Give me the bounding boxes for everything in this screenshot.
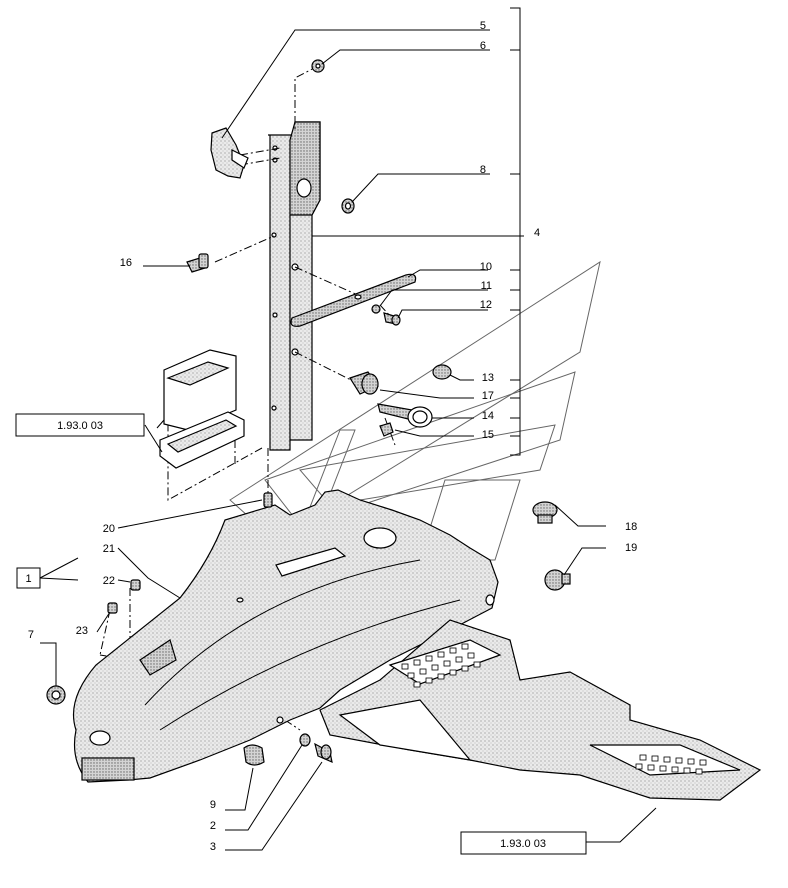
callout-2: 2 — [210, 820, 216, 832]
clip-part — [210, 127, 249, 179]
callout-18: 18 — [625, 521, 637, 533]
bolt-part — [186, 253, 209, 273]
callout-23: 23 — [76, 625, 88, 637]
callout-8: 8 — [480, 164, 486, 176]
leader-lines — [39, 29, 657, 851]
callout-12: 12 — [480, 299, 492, 311]
floor-mat-part — [319, 619, 762, 801]
lower-bolt-part — [314, 742, 333, 764]
knob-19-part — [544, 569, 571, 591]
screw-part — [379, 422, 394, 437]
callout-10: 10 — [480, 261, 492, 273]
callout-17: 17 — [482, 390, 494, 402]
callout-1: 1 — [25, 573, 31, 585]
callout-19: 19 — [625, 542, 637, 554]
callout-9: 9 — [210, 799, 216, 811]
callout-14: 14 — [482, 410, 494, 422]
reference-label-upper: 1.93.0 03 — [57, 420, 103, 432]
main-housing-part — [72, 489, 499, 783]
reference-label-lower: 1.93.0 03 — [500, 838, 546, 850]
cylinder-part — [349, 371, 379, 395]
grommet-part — [46, 685, 66, 705]
callout-13: 13 — [482, 372, 494, 384]
callout-labels: 5 6 8 4 16 10 11 12 13 17 14 15 20 21 22… — [28, 20, 637, 853]
nut-part — [311, 59, 325, 73]
callout-7: 7 — [28, 629, 34, 641]
callout-15: 15 — [482, 429, 494, 441]
callout-6: 6 — [480, 40, 486, 52]
fastener-part — [371, 304, 401, 326]
callout-22: 22 — [103, 575, 115, 587]
callout-3: 3 — [210, 841, 216, 853]
washer-part — [341, 198, 355, 214]
reference-box-lower: 1.93.0 03 — [460, 831, 587, 855]
group-box-1: 1 — [16, 567, 41, 589]
plug-part — [243, 744, 265, 766]
pin-part — [107, 492, 273, 614]
cap-part — [432, 364, 452, 380]
reference-box-upper: 1.93.0 03 — [15, 413, 145, 437]
callout-16: 16 — [120, 257, 132, 269]
callout-11: 11 — [481, 280, 492, 292]
callout-20: 20 — [103, 523, 115, 535]
callout-4: 4 — [534, 227, 540, 239]
ring-connector-part — [377, 403, 433, 428]
callout-21: 21 — [103, 543, 115, 555]
callout-5: 5 — [480, 20, 486, 32]
strap-part — [290, 273, 417, 327]
group-bracket — [510, 7, 521, 456]
knob-18-part — [532, 501, 558, 524]
support-channel-part — [268, 121, 321, 451]
tray-part — [159, 349, 245, 469]
lower-washer-part — [299, 733, 311, 747]
